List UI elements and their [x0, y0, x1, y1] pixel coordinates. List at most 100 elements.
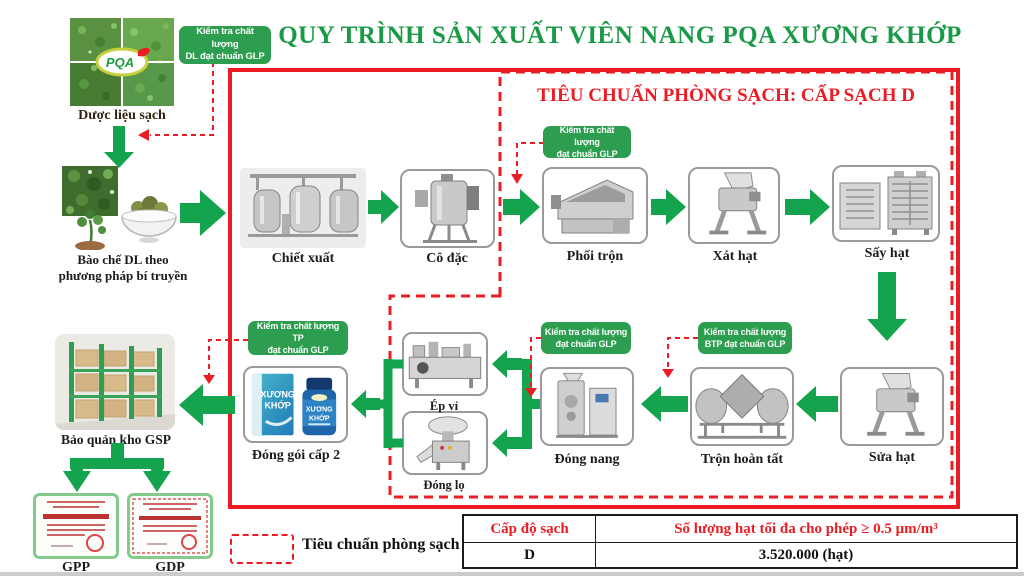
- cleanroom-table: Cấp độ sạch Số lượng hạt tối đa cho phép…: [462, 514, 1018, 569]
- arrow-duoc-lieu-to-bao-che: [104, 126, 134, 168]
- stage-label-gpp: GPP: [62, 560, 90, 575]
- product-box-icon: XƯƠNG KHỚP: [251, 373, 295, 436]
- qc-callout-dl-line1: Kiểm tra chất lượng: [196, 25, 254, 50]
- concentrator-illustration: [414, 173, 479, 243]
- arrow-co-dac-to-phoi-tron: [503, 189, 540, 225]
- product-bottle-name-1: XƯƠNG: [306, 406, 333, 413]
- stage-label-dong-lo: Đóng lọ: [423, 478, 465, 492]
- xat-hat-box: [688, 167, 780, 244]
- gdp-certificate: [127, 493, 213, 559]
- stage-label-dong-nang: Đóng nang: [554, 452, 620, 467]
- qc-arrowhead-dl: [138, 129, 149, 141]
- stage-label-duoc-lieu: Dược liệu sạch: [78, 108, 166, 123]
- warehouse-illustration: [55, 334, 175, 430]
- trough-mixer-illustration: [551, 178, 634, 233]
- qc-connector-glp-mix: [516, 142, 544, 175]
- stage-label-tron-hoan-tat: Trộn hoàn tất: [700, 452, 784, 467]
- co-dac-box: [400, 169, 495, 248]
- qc-callout-glp-cap: Kiểm tra chất lượng đạt chuẩn GLP: [541, 322, 631, 354]
- arrow-dong-nang-to-ep-vi: [492, 350, 522, 378]
- stage-label-gdp: GDP: [155, 560, 185, 575]
- dong-nang-box: [540, 367, 634, 446]
- arrow-chiet-xuat-to-co-dac: [368, 190, 399, 224]
- stage-label-sua-hat: Sửa hạt: [868, 450, 916, 465]
- arrow-tron-hoan-tat-to-dong-nang: [641, 386, 688, 422]
- stage-label-bao-quan: Bảo quản kho GSP: [61, 432, 171, 447]
- qc-callout-glp-mix: Kiểm tra chất lượng đạt chuẩn GLP: [543, 124, 631, 160]
- product-bottle-icon: XƯƠNG KHỚP: [302, 377, 337, 436]
- qc-callout-glp-cap-line2: đạt chuẩn GLP: [555, 339, 617, 349]
- qc-callout-glp-mix-line2: đạt chuẩn GLP: [556, 149, 618, 160]
- dong-goi-box: XƯƠNG KHỚP XƯƠNG KHỚP: [243, 366, 348, 443]
- qc-callout-btp-line2: BTP đạt chuẩn GLP: [704, 339, 786, 349]
- qc-connector-btp: [667, 337, 698, 370]
- granulator-illustration: [709, 171, 767, 234]
- extraction-tanks-illustration: [240, 168, 366, 248]
- table-cell-limit: 3.520.000 (hạt): [758, 546, 854, 563]
- arrow-kho-to-gpp: [63, 469, 91, 492]
- qc-arrowhead-glp-cap: [525, 388, 537, 397]
- qc-callout-glp-cap-line1: Kiểm tra chất lượng: [544, 326, 628, 337]
- arrow-to-dong-goi: [351, 390, 380, 418]
- qc-callout-dl: Kiểm tra chất lượng DL đạt chuẩn GLP: [179, 26, 271, 64]
- arrow-phoi-tron-to-xat-hat: [651, 189, 686, 225]
- page-title: QUY TRÌNH SẢN XUẤT VIÊN NANG PQA XƯƠNG K…: [278, 22, 962, 49]
- capsule-filler-illustration: [556, 372, 618, 438]
- gpp-certificate-illustration: [33, 493, 119, 559]
- qc-arrowhead-tp: [203, 375, 215, 384]
- cleanroom-header: TIÊU CHUẨN PHÒNG SẠCH: CẤP SẠCH D: [537, 85, 915, 106]
- stage-label-bao-che-2: phương pháp bí truyền: [58, 268, 188, 283]
- bao-che-illustration: [62, 166, 177, 250]
- stage-label-xat-hat: Xát hạt: [712, 249, 758, 264]
- drying-oven-illustration: [839, 170, 933, 235]
- arrow-kho-to-gdp: [143, 469, 171, 492]
- stage-label-co-dac: Cô đặc: [426, 251, 468, 266]
- tron-hoan-tat-box: [690, 367, 794, 446]
- chiet-xuat-photo: [240, 168, 366, 248]
- split-arrow-bar: [70, 458, 164, 469]
- stage-label-bao-che-1: Bào chế DL theo: [77, 252, 169, 267]
- qc-callout-tp-line2: đạt chuẩn GLP: [267, 345, 329, 356]
- arrow-bao-che-to-chiet-xuat: [180, 190, 226, 236]
- legend-label: Tiêu chuẩn phòng sạch: [302, 536, 460, 553]
- bracket-dong-nang-split: [522, 359, 540, 449]
- product-box-name-1: XƯƠNG: [261, 390, 295, 400]
- warehouse-photo: [55, 334, 175, 430]
- stage-label-phoi-tron: Phối trộn: [566, 249, 624, 264]
- qc-callout-glp-mix-line1: Kiểm tra chất lượng: [559, 124, 615, 147]
- qc-connector-tp: [208, 339, 248, 376]
- herb-photo: PQA: [70, 18, 174, 106]
- product-packaging-illustration: XƯƠNG KHỚP XƯƠNG KHỚP: [251, 373, 337, 436]
- sua-hat-box: [840, 367, 944, 446]
- granule-finisher-illustration: [867, 372, 925, 436]
- pqa-logo-leaf-icon: [138, 47, 150, 57]
- herb-photo-illustration: PQA: [70, 18, 174, 106]
- herb-bowl-icon: [121, 196, 177, 243]
- say-hat-box: [832, 165, 940, 242]
- product-box-name-2: KHỚP: [264, 399, 290, 410]
- qc-callout-tp: Kiểm tra chất lượng TP đạt chuẩn GLP: [248, 321, 348, 355]
- arrow-sua-hat-to-tron-hoan-tat: [796, 386, 838, 422]
- table-header-particle-limit: Số lượng hạt tối đa cho phép ≥ 0.5 μm/m³: [596, 516, 1016, 543]
- arrow-say-hat-to-sua-hat: [867, 272, 907, 341]
- stage-label-dong-goi: Đóng gói cấp 2: [251, 448, 341, 463]
- bottle-filler-illustration: [416, 416, 470, 471]
- pqa-logo-oval: [95, 47, 149, 77]
- qc-callout-btp-line1: Kiểm tra chất lượng: [703, 326, 787, 337]
- stage-label-chiet-xuat: Chiết xuất: [271, 251, 335, 266]
- stage-label-say-hat: Sấy hạt: [864, 246, 910, 261]
- blister-machine-illustration: [408, 341, 482, 389]
- bao-che-photo: [60, 166, 178, 250]
- stage-label-ep-vi: Ép vỉ: [429, 399, 459, 413]
- legend-dashed-box-icon: [230, 534, 294, 564]
- arrow-dong-goi-to-kho: [179, 384, 235, 426]
- qc-callout-tp-line1: Kiểm tra chất lượng TP: [256, 320, 340, 343]
- table-header-cap-do-sach: Cấp độ sạch: [464, 516, 596, 543]
- pqa-logo-text: PQA: [106, 55, 134, 70]
- v-blender-illustration: [695, 373, 789, 439]
- arrow-dong-nang-to-dong-lo: [492, 429, 522, 457]
- ep-vi-box: [402, 332, 488, 396]
- qc-callout-btp: Kiểm tra chất lượng BTP đạt chuẩn GLP: [698, 322, 792, 354]
- table-cell-class: D: [464, 543, 596, 567]
